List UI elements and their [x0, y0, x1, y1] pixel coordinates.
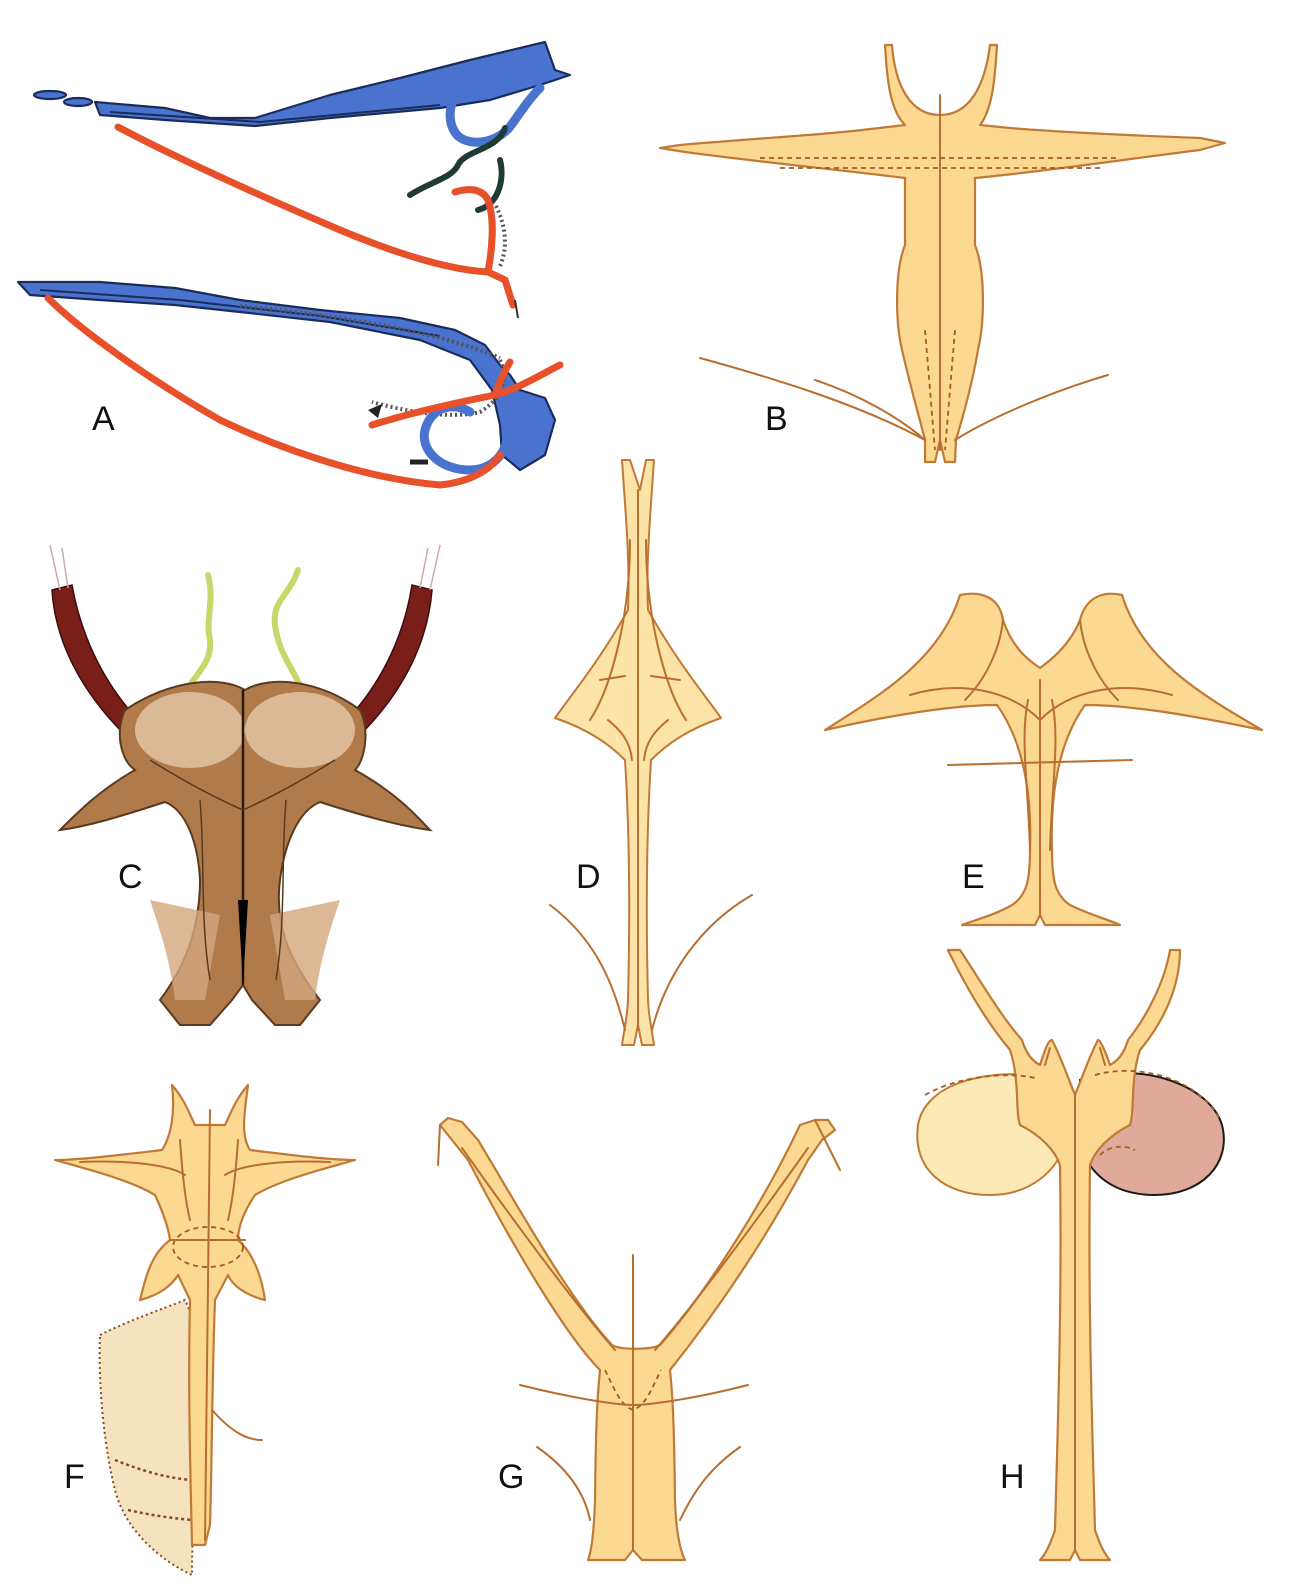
panel-h-sclerite [925, 950, 1220, 1560]
panel-f-membrane [100, 1300, 202, 1575]
panel-h-label: H [1000, 1458, 1025, 1496]
panel-g: G [438, 1118, 840, 1560]
panel-d: D [550, 460, 752, 1045]
panel-d-label: D [576, 858, 601, 896]
panel-h: H [917, 950, 1224, 1560]
panel-b-sclerite [660, 45, 1225, 462]
panel-c-label: C [118, 858, 143, 896]
panel-a-label: A [92, 400, 115, 438]
panel-b: B [660, 45, 1225, 462]
panel-e: E [825, 594, 1262, 925]
panel-e-label: E [962, 858, 985, 896]
panel-f-sclerite [55, 1085, 355, 1545]
panel-c-sclerite [50, 545, 440, 1025]
panel-a-lower-drawing [18, 282, 560, 485]
panel-d-sclerite [550, 460, 752, 1045]
panel-e-sclerite [825, 594, 1262, 925]
panel-c: C [50, 545, 440, 1025]
panel-f: F [55, 1085, 355, 1575]
panel-g-label: G [498, 1458, 524, 1496]
panel-b-label: B [765, 400, 788, 438]
panel-a: A [18, 42, 570, 485]
panel-a-upper-drawing [34, 42, 570, 318]
panel-f-label: F [64, 1458, 85, 1496]
